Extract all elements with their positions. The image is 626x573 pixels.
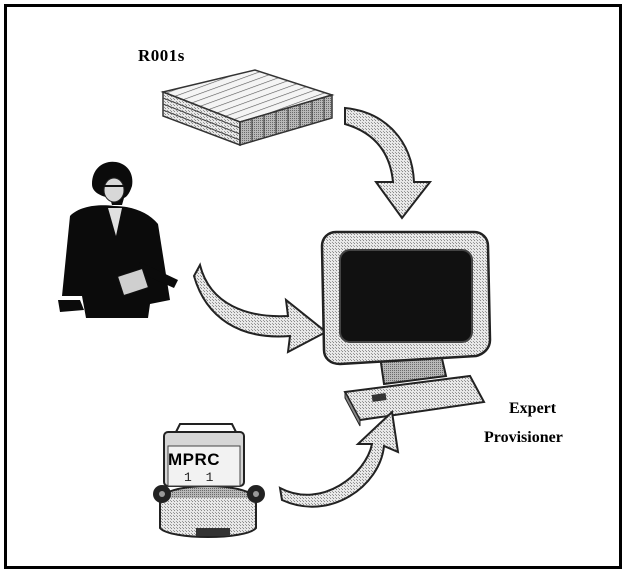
rolodex-card-label: MPRC [168, 450, 221, 469]
router-stack-icon [160, 69, 335, 147]
rolodex-card-sub: 1 1 [184, 470, 217, 485]
person-icon [58, 161, 178, 318]
provisioner-label: Provisioner [484, 429, 563, 446]
rolodex-icon [153, 423, 265, 538]
curved-arrow-icon [344, 106, 433, 220]
expert-label: Expert [509, 400, 557, 417]
curved-arrow-icon [192, 262, 328, 354]
routers-label: R001s [138, 46, 185, 65]
curved-arrow-icon [278, 409, 400, 508]
computer-icon [320, 230, 492, 427]
